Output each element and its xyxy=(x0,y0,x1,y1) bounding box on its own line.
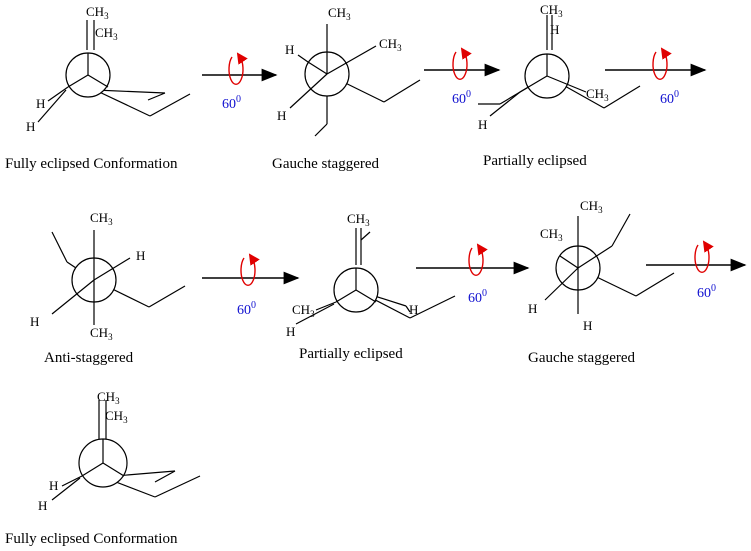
newman-projection-gauche-staggered-1: CH3 CH3 H H Gauche staggered xyxy=(272,5,421,172)
rotation-angle: 600 xyxy=(468,288,487,306)
ch3-label: CH3 xyxy=(105,408,128,425)
ch3-label: CH3 xyxy=(97,389,120,406)
clockwise-rotation-icon xyxy=(240,253,260,286)
h-label: H xyxy=(286,324,295,339)
clockwise-rotation-icon xyxy=(652,47,672,80)
h-label: H xyxy=(36,96,45,111)
caption-fully-eclipsed-2: Fully eclipsed Conformation xyxy=(5,531,178,547)
h-label: H xyxy=(409,302,418,317)
rotation-angle: 600 xyxy=(452,89,471,107)
newman-projection-fully-eclipsed-1: CH3 CH3 H H Fully eclipsed Conformation xyxy=(5,4,191,172)
ch3-label: CH3 xyxy=(540,2,563,19)
rotation-step-3: 600 xyxy=(605,47,707,107)
rotation-angle: 600 xyxy=(660,89,679,107)
clockwise-rotation-icon xyxy=(468,243,488,276)
caption-gauche-staggered-2: Gauche staggered xyxy=(528,350,636,366)
caption-fully-eclipsed: Fully eclipsed Conformation xyxy=(5,156,178,172)
clockwise-rotation-icon xyxy=(228,52,248,85)
rotation-step-6: 600 xyxy=(646,240,747,301)
ch3-label: CH3 xyxy=(90,210,113,227)
clockwise-rotation-icon xyxy=(694,240,714,273)
clockwise-rotation-icon xyxy=(452,47,472,80)
ch3-label: CH3 xyxy=(586,86,609,103)
caption-anti-staggered: Anti-staggered xyxy=(44,350,134,366)
h-label: H xyxy=(528,301,537,316)
h-label: H xyxy=(550,22,559,37)
rotation-step-5: 600 xyxy=(416,243,530,306)
rotation-angle: 600 xyxy=(697,283,716,301)
h-label: H xyxy=(285,42,294,57)
ch3-label: CH3 xyxy=(328,5,351,22)
rotation-step-1: 600 xyxy=(202,52,278,112)
h-label: H xyxy=(49,478,58,493)
rotation-angle: 600 xyxy=(237,300,256,318)
h-label: H xyxy=(26,119,35,134)
newman-projection-partially-eclipsed-2: CH3 CH3 H H Partially eclipsed xyxy=(286,211,456,362)
ch3-label: CH3 xyxy=(379,36,402,53)
ch3-label: CH3 xyxy=(86,4,109,21)
h-label: H xyxy=(30,314,39,329)
ch3-label: CH3 xyxy=(580,198,603,215)
ch3-label: CH3 xyxy=(347,211,370,228)
h-label: H xyxy=(38,498,47,513)
caption-partially-eclipsed-2: Partially eclipsed xyxy=(299,346,403,362)
ch3-label: CH3 xyxy=(90,325,113,342)
h-label: H xyxy=(478,117,487,132)
newman-projection-partially-eclipsed-1: CH3 H CH3 H Partially eclipsed xyxy=(478,2,641,169)
ch3-label: CH3 xyxy=(292,302,315,319)
newman-projection-anti-staggered: CH3 H H CH3 Anti-staggered xyxy=(30,210,186,366)
rotation-step-4: 600 xyxy=(202,253,300,318)
h-label: H xyxy=(136,248,145,263)
ch3-label: CH3 xyxy=(540,226,563,243)
rotation-step-2: 600 xyxy=(424,47,501,107)
caption-partially-eclipsed: Partially eclipsed xyxy=(483,153,587,169)
rotation-angle: 600 xyxy=(222,94,241,112)
caption-gauche-staggered: Gauche staggered xyxy=(272,156,380,172)
h-label: H xyxy=(277,108,286,123)
newman-projection-gauche-staggered-2: CH3 CH3 H H Gauche staggered xyxy=(528,198,675,366)
h-label: H xyxy=(583,318,592,333)
ch3-label: CH3 xyxy=(95,25,118,42)
newman-projection-fully-eclipsed-2: CH3 CH3 H H Fully eclipsed Conformation xyxy=(5,389,201,547)
